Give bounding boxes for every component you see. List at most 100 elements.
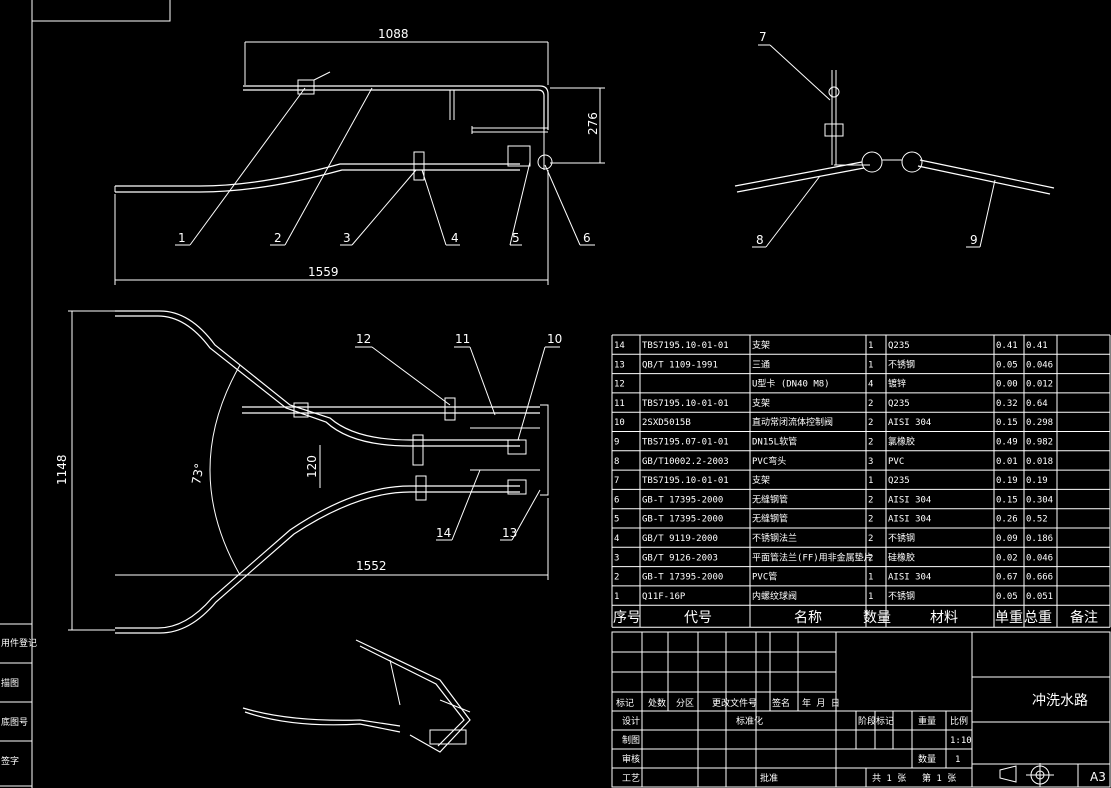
bom-cell-qty: 1: [868, 476, 873, 486]
plan-view: 1148 120 73° 1552 12 11 10: [55, 310, 562, 634]
bom-cell-mat: 不锈钢: [888, 590, 915, 602]
revision-grid: [612, 632, 1110, 787]
bom-cell-name: U型卡 (DN40 M8): [752, 378, 830, 390]
bom-cell-mat: 镀锌: [888, 378, 906, 390]
tb-approve: 批准: [760, 772, 778, 784]
bom-cell-code: 2SXD5015B: [642, 418, 691, 428]
dim-276: 276: [586, 112, 600, 135]
bom-header-no: 序号: [613, 610, 641, 626]
tb-qty-label: 数量: [918, 753, 936, 765]
front-view: 1088 276 1559 1 2: [114, 27, 605, 285]
bom-header-code: 代号: [684, 610, 712, 626]
rev-count: 处数: [648, 697, 666, 709]
bom-cell-code: GB/T 9126-2003: [642, 553, 718, 563]
bom-cell-qty: 1: [868, 341, 873, 351]
balloon-1: 1: [178, 231, 186, 245]
drawing-title: 冲洗水路: [1032, 693, 1088, 709]
bom-header-mat: 材料: [930, 610, 958, 626]
tb-sheets: 共 1 张: [872, 773, 906, 784]
balloon-12: 12: [356, 332, 371, 346]
strip-label: 签字: [1, 755, 19, 767]
bom-cell-qty: 2: [868, 495, 873, 505]
tb-sheet: 第 1 张: [922, 772, 956, 784]
bom-cell-no: 4: [614, 534, 619, 544]
bom-cell-no: 13: [614, 360, 625, 370]
bom-header-qty: 数量: [863, 610, 891, 626]
bom-cell-unit: 0.09: [996, 534, 1018, 544]
bom-cell-qty: 2: [868, 553, 873, 563]
balloon-9: 9: [970, 233, 978, 247]
dim-120: 120: [305, 455, 319, 478]
bom-cell-unit: 0.15: [996, 495, 1018, 505]
tb-weight: 重量: [918, 715, 936, 727]
bom-cell-name: 不锈钢法兰: [752, 532, 797, 544]
tb-stage: 阶段标记: [858, 715, 894, 727]
bom-cell-total: 0.52: [1026, 515, 1048, 525]
bom-cell-mat: Q235: [888, 476, 910, 486]
bom-cell-unit: 0.19: [996, 476, 1018, 486]
balloon-4: 4: [451, 231, 459, 245]
bom-cell-mat: 氯橡胶: [888, 436, 915, 448]
bom-cell-mat: Q235: [888, 341, 910, 351]
tb-design: 设计: [622, 715, 640, 727]
title-block: 标记 处数 分区 更改文件号 签名 年 月 日 设计 标准化 阶段标记 重量 比…: [611, 631, 1111, 788]
dim-1552: 1552: [356, 559, 387, 573]
balloon-2: 2: [274, 231, 282, 245]
bom-cell-no: 9: [614, 438, 619, 448]
rev-sign: 签名: [772, 697, 790, 709]
rev-zone: 分区: [676, 698, 694, 709]
bom-cell-mat: AISI 304: [888, 515, 931, 525]
bom-cell-qty: 2: [868, 418, 873, 428]
bom-cell-unit: 0.02: [996, 553, 1018, 563]
bom-cell-code: Q11F-16P: [642, 592, 686, 602]
bom-header-name: 名称: [794, 610, 822, 626]
strip-label: 描图: [1, 677, 19, 689]
bom-header-unit: 单重: [995, 610, 1023, 626]
bom-cell-name: 内螺纹球阀: [752, 590, 797, 602]
bom-cell-name: 支架: [752, 339, 770, 351]
bom-header-total: 总重: [1024, 610, 1052, 626]
balloon-6: 6: [583, 231, 591, 245]
bom-cell-total: 0.018: [1026, 457, 1053, 467]
tb-standard: 标准化: [736, 715, 763, 727]
strip-label: 用件登记: [1, 637, 37, 649]
bom-cell-name: DN15L软管: [752, 436, 797, 448]
bom-cell-mat: 不锈钢: [888, 532, 915, 544]
balloon-14: 14: [436, 526, 451, 540]
bom-cell-name: 直动常闭流体控制阀: [752, 416, 833, 428]
bom-cell-no: 7: [614, 476, 619, 486]
bom-cell-no: 6: [614, 495, 619, 505]
bom-cell-qty: 2: [868, 515, 873, 525]
balloon-11: 11: [455, 332, 470, 346]
bom-cell-qty: 1: [868, 360, 873, 370]
bom-cell-name: PVC管: [752, 571, 777, 583]
bom-cell-code: GB/T 9119-2000: [642, 534, 718, 544]
tb-scale: 1:10: [950, 736, 972, 746]
projection-symbol-icon: [999, 763, 1054, 787]
balloon-5: 5: [512, 231, 520, 245]
bom-cell-code: TBS7195.10-01-01: [642, 476, 729, 486]
bom-cell-unit: 0.26: [996, 515, 1018, 525]
bom-cell-qty: 2: [868, 399, 873, 409]
bom-cell-total: 0.051: [1026, 592, 1053, 602]
bom-cell-code: GB/T10002.2-2003: [642, 457, 729, 467]
bom-cell-total: 0.298: [1026, 418, 1053, 428]
tb-qty: 1: [955, 755, 960, 765]
bom-cell-mat: 硅橡胶: [888, 551, 915, 563]
bom-cell-total: 0.982: [1026, 438, 1053, 448]
iso-view-top: 7 8 9: [734, 30, 1055, 248]
bom-cell-code: GB-T 17395-2000: [642, 573, 723, 583]
bom-cell-mat: 不锈钢: [888, 358, 915, 370]
balloon-8: 8: [756, 233, 764, 247]
dim-1148: 1148: [55, 454, 69, 485]
bom-cell-qty: 1: [868, 573, 873, 583]
bom-cell-code: TBS7195.07-01-01: [642, 438, 729, 448]
left-strip: 用件登记 描图 底图号 签字: [0, 623, 37, 787]
